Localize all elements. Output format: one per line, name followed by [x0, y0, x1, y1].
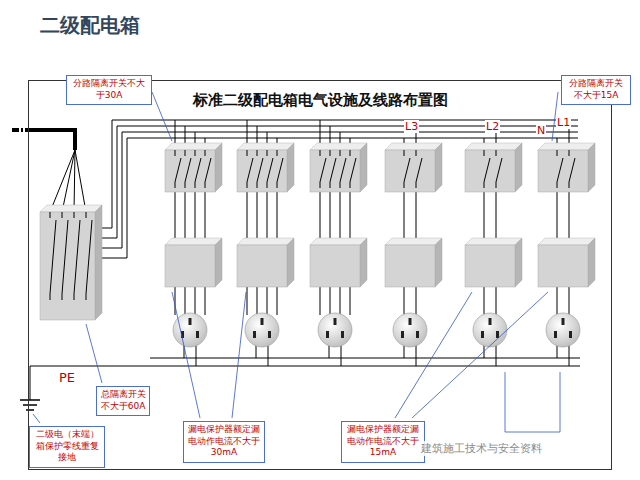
- wire-label: L2: [485, 120, 500, 133]
- callout-box: 分路隔离开关不大于30A: [66, 75, 152, 105]
- callout-box: 二级电（末端）箱保护零线重复接地: [29, 426, 105, 468]
- callout-text: 分路隔离开关不大于30A: [70, 78, 148, 101]
- leader-lines: [33, 92, 560, 432]
- callout-box: 漏电保护器额定漏电动作电流不大于15mA: [341, 421, 425, 463]
- wire-label: PE: [58, 370, 76, 385]
- switch-boxes: [40, 143, 595, 347]
- watermark: 建筑施工技术与安全资料: [420, 441, 543, 456]
- callout-text: 漏电保护器额定漏电动作电流不大于15mA: [345, 424, 421, 459]
- callout-text: 总隔离开关不大于60A: [100, 389, 146, 412]
- callout-box: 总隔离开关不大于60A: [96, 386, 150, 416]
- wire-label: L3: [404, 120, 419, 133]
- enclosure-frame: 标准二级配电箱电气设施及线路布置图分路隔离开关不大于30A分路隔离开关不大于15…: [28, 80, 612, 470]
- wire-label: N: [536, 124, 546, 137]
- wiring: [12, 120, 580, 410]
- slide-heading: 二级配电箱: [40, 12, 140, 39]
- callout-text: 分路隔离开关不大于15A: [565, 78, 627, 101]
- callout-text: 二级电（末端）箱保护零线重复接地: [33, 429, 101, 464]
- callout-box: 漏电保护器额定漏电动作电流不大于30mA: [183, 421, 265, 463]
- callout-text: 漏电保护器额定漏电动作电流不大于30mA: [187, 424, 261, 459]
- callout-box: 分路隔离开关不大于15A: [561, 75, 631, 105]
- wire-label: L1: [556, 116, 571, 129]
